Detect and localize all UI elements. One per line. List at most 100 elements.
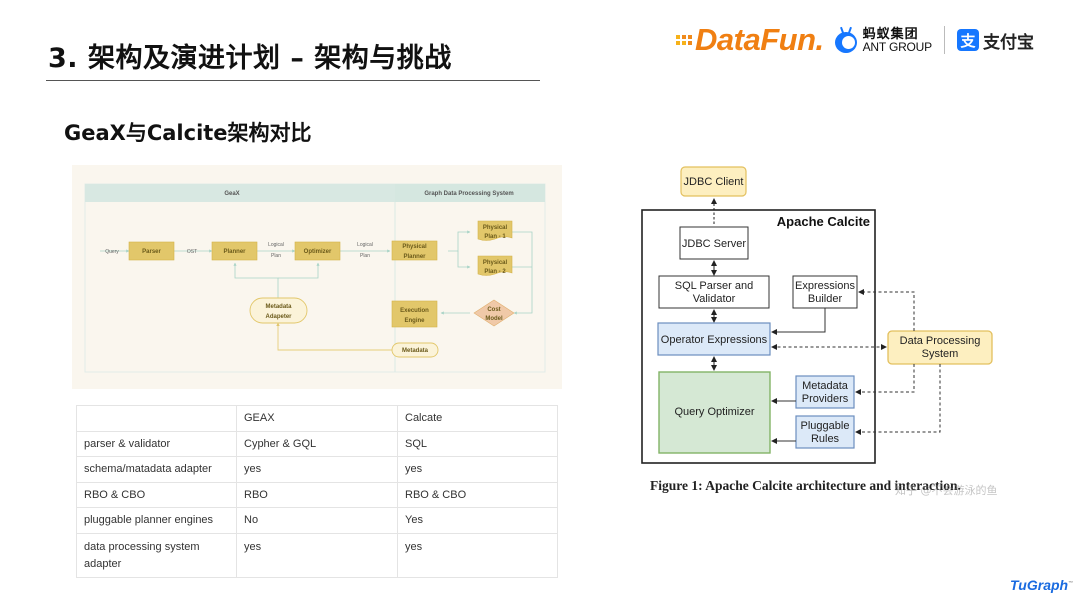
svg-text:Parser: Parser [142,249,161,255]
svg-text:Cost: Cost [487,307,500,313]
svg-text:Providers: Providers [802,393,849,405]
svg-text:Plan - 1: Plan - 1 [484,234,506,240]
node-jdbc-client: JDBC Client [680,166,747,197]
svg-text:Operator Expressions: Operator Expressions [661,334,768,346]
table-cell: data processing system adapter [76,532,237,578]
ant-group-cn: 蚂蚁集团 [862,26,919,42]
tugraph-tm: ™ [1068,580,1074,587]
ant-group-en: ANT GROUP [862,39,933,54]
node-query-optimizer: Query Optimizer [658,371,771,454]
svg-text:Validator: Validator [693,293,736,305]
tugraph-logo: TuGraph™ [1010,577,1073,593]
table-header-cell: Calcate [397,405,558,432]
slide-subtitle: GeaX与Calcite架构对比 [64,121,312,145]
alipay-icon: 支 [956,29,979,51]
logo-bar: DataFun. 蚂蚁集团 ANT GROUP 支 支付宝 [676,20,1034,60]
svg-text:Plan: Plan [271,253,281,259]
node-data-processing-system: Data Processing System [887,330,993,365]
node-metadata-adapter: Metadata Adapeter [249,297,308,324]
svg-text:Execution: Execution [400,308,429,314]
node-jdbc-server: JDBC Server [679,226,749,260]
svg-text:System: System [922,348,959,360]
table-row: RBO & CBO RBO RBO & CBO [76,481,558,508]
svg-text:Engine: Engine [404,318,425,324]
svg-text:Physical: Physical [483,260,508,266]
svg-text:Optimizer: Optimizer [304,249,332,255]
table-cell: yes [397,532,558,578]
gdps-lane-header [395,184,545,202]
table-cell: SQL [397,430,558,457]
table-cell: yes [236,532,398,578]
datafun-wordmark: DataFun. [695,22,824,57]
table-cell: Yes [397,507,558,534]
node-cost-model: Cost Model [473,299,515,327]
svg-text:Metadata: Metadata [402,348,429,354]
table-cell: parser & validator [76,430,237,457]
calcite-architecture-diagram: Apache Calcite JDBC Client JDBC Server S… [600,160,1020,500]
svg-text:JDBC Client: JDBC Client [684,176,744,188]
svg-text:Plan - 2: Plan - 2 [484,269,506,275]
node-planner: Planner [211,241,258,261]
table-cell: RBO & CBO [76,481,237,508]
svg-text:Builder: Builder [808,293,843,305]
svg-text:Metadata: Metadata [265,304,292,310]
table-cell: pluggable planner engines [76,507,237,534]
node-metadata: Metadata [391,342,439,358]
figure-caption: Figure 1: Apache Calcite architecture an… [650,478,961,493]
svg-text:Logical: Logical [357,242,373,248]
lane-title-gdps: Graph Data Processing System [424,191,513,197]
alipay-wordmark: 支付宝 [982,32,1034,53]
svg-text:Logical: Logical [268,242,284,248]
node-sql-parser-validator: SQL Parser and Validator [658,275,770,309]
table-header-cell [76,405,237,432]
table-cell: RBO & CBO [397,481,558,508]
node-expressions-builder: Expressions Builder [792,275,858,309]
datafun-logo: DataFun. [676,22,824,58]
edge-label-ost: OST [187,249,197,255]
apache-calcite-title: Apache Calcite [777,214,870,229]
node-operator-expressions: Operator Expressions [657,322,771,356]
svg-text:Metadata: Metadata [802,380,849,392]
svg-text:Physical: Physical [402,244,427,250]
table-row: schema/matadata adapter yes yes [76,456,558,483]
svg-text:Adapeter: Adapeter [265,314,292,320]
table-cell: RBO [236,481,398,508]
node-optimizer: Optimizer [294,241,341,261]
slide-title: 3. 架构及演进计划 – 架构与挑战 [48,43,452,74]
table-cell: yes [397,456,558,483]
svg-text:Physical: Physical [483,225,508,231]
watermark: 知乎 @不会游泳的鱼 [895,484,998,497]
svg-text:Expressions: Expressions [795,280,855,292]
node-pluggable-rules: Pluggable Rules [795,415,855,449]
table-cell: schema/matadata adapter [76,456,237,483]
svg-text:JDBC Server: JDBC Server [682,238,747,250]
svg-text:Data Processing: Data Processing [900,335,981,347]
geax-architecture-diagram: GeaX Graph Data Processing System Query … [72,165,562,389]
table-cell: No [236,507,398,534]
table-cell: yes [236,456,398,483]
node-execution-engine: Execution Engine [391,300,438,328]
node-physical-plan-1: Physical Plan - 1 [477,220,513,241]
svg-text:Rules: Rules [811,433,840,445]
datafun-dots-icon [676,35,692,45]
title-divider [46,80,540,81]
svg-text:Planner: Planner [403,254,426,260]
node-physical-planner: Physical Planner [391,240,438,261]
lane-title-geax: GeaX [224,191,239,197]
comparison-table: GEAX Calcate parser & validator Cypher &… [76,405,558,578]
node-metadata-providers: Metadata Providers [795,375,855,409]
logo-divider [943,26,945,54]
table-row: data processing system adapter yes yes [76,532,558,578]
svg-text:Pluggable: Pluggable [801,420,850,432]
svg-text:SQL Parser and: SQL Parser and [675,280,753,292]
table-row: parser & validator Cypher & GQL SQL [76,430,558,457]
svg-text:Plan: Plan [360,253,370,259]
svg-text:Planner: Planner [223,249,246,255]
svg-text:Model: Model [485,316,503,322]
table-header-cell: GEAX [236,405,398,432]
table-header-row: GEAX Calcate [76,405,558,432]
tugraph-wordmark: TuGraph [1010,577,1069,593]
ant-group-logo: 蚂蚁集团 ANT GROUP [834,26,933,54]
edge-label-query: Query [105,249,119,255]
geax-lane-header [85,184,395,202]
